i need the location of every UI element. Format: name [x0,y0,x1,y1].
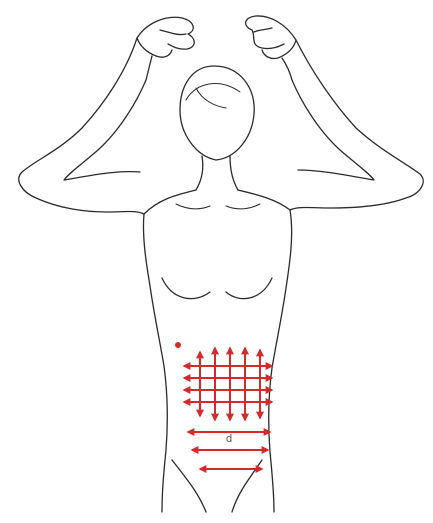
collarbones [176,204,260,209]
horizontal-arrow-grid [184,366,272,402]
body-outline [19,16,423,512]
head [180,66,254,160]
right-hand [246,16,296,80]
chest [162,278,272,299]
massage-direction-arrows: d [175,342,272,469]
torso-left [143,190,196,512]
torso-right [238,190,292,512]
right-arm [290,40,423,210]
marker-dot [175,342,181,348]
left-hand [137,17,194,80]
left-arm [19,38,146,214]
neck [196,156,238,190]
incision-label: d [226,433,232,445]
hair [186,84,240,108]
lower-abdomen [172,460,262,512]
vertical-arrow-grid [200,348,260,420]
